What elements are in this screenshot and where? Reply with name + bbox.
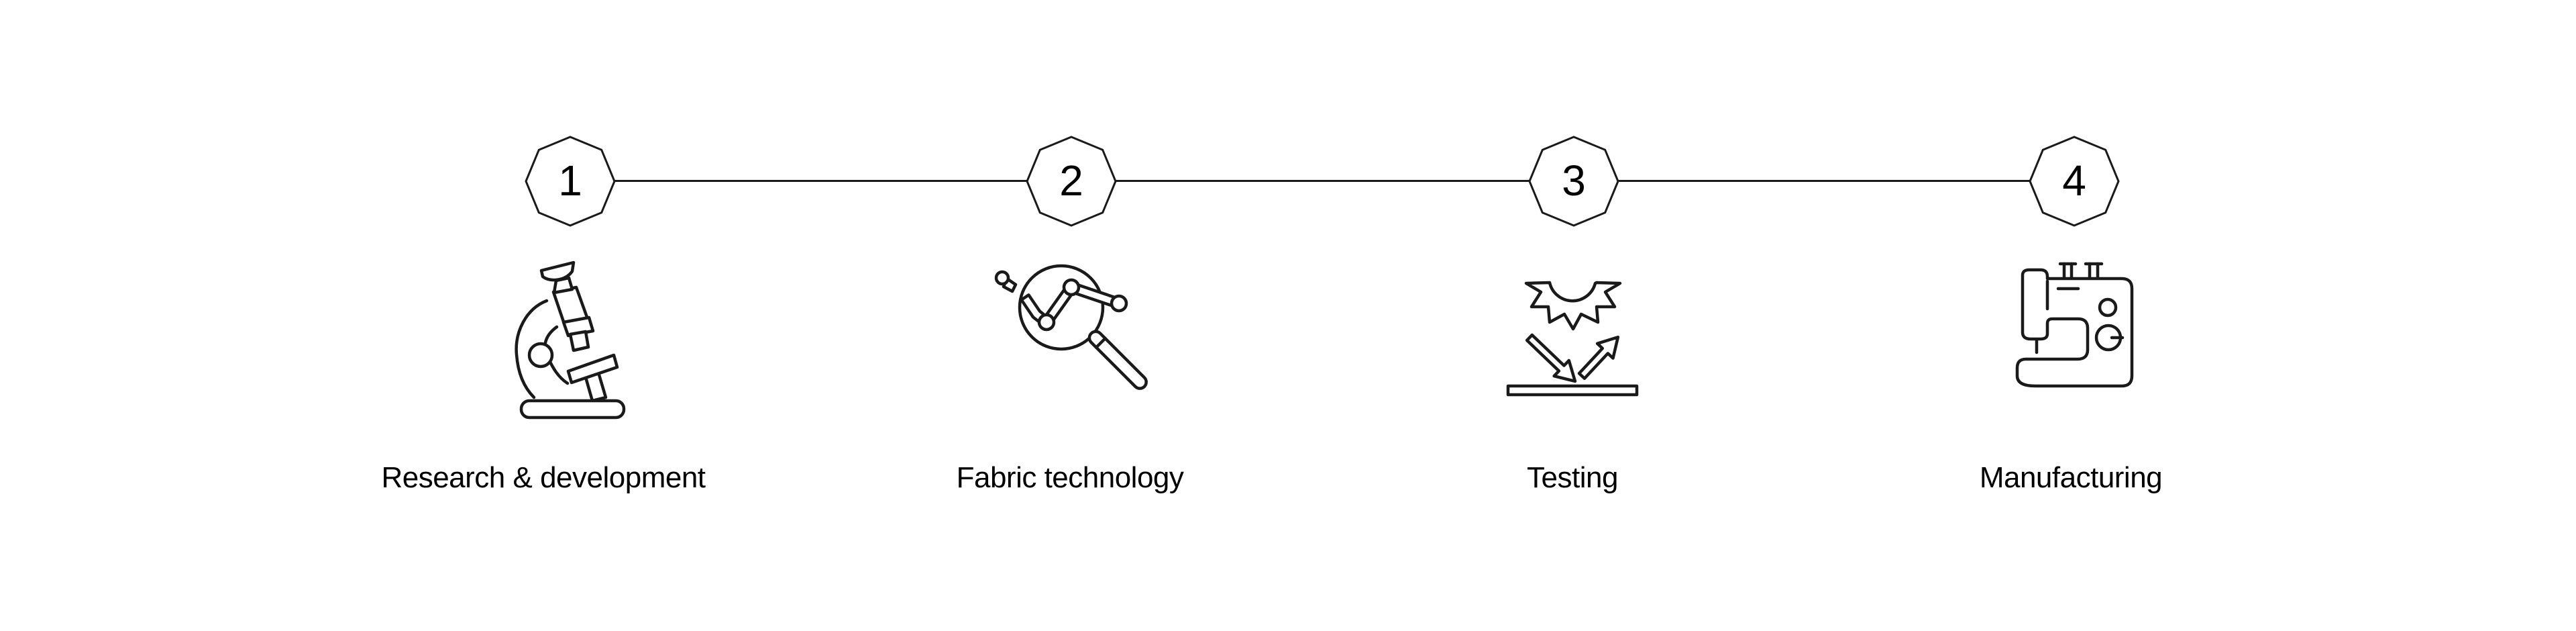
- step-label-testing: Testing: [1527, 461, 1618, 494]
- step-label-research-development: Research & development: [381, 461, 706, 494]
- sewing-machine-icon: [2015, 262, 2134, 388]
- magnifier-molecule-icon: [994, 264, 1148, 390]
- step-marker-3: 3: [1527, 134, 1621, 228]
- step-marker-4: 4: [2027, 134, 2121, 228]
- octagon-shape: [1528, 136, 1619, 227]
- step-label-manufacturing: Manufacturing: [1979, 461, 2163, 494]
- connector-line: [570, 180, 2074, 182]
- step-number: 1: [558, 156, 582, 205]
- step-number: 4: [2062, 156, 2086, 205]
- step-marker-2: 2: [1024, 134, 1118, 228]
- octagon-shape: [525, 136, 616, 227]
- step-label-fabric-technology: Fabric technology: [956, 461, 1184, 494]
- impact-test-icon: [1506, 281, 1639, 397]
- step-number: 3: [1562, 156, 1586, 205]
- step-marker-1: 1: [523, 134, 617, 228]
- step-number: 2: [1059, 156, 1083, 205]
- microscope-icon: [515, 260, 626, 420]
- octagon-shape: [1026, 136, 1117, 227]
- octagon-shape: [2029, 136, 2120, 227]
